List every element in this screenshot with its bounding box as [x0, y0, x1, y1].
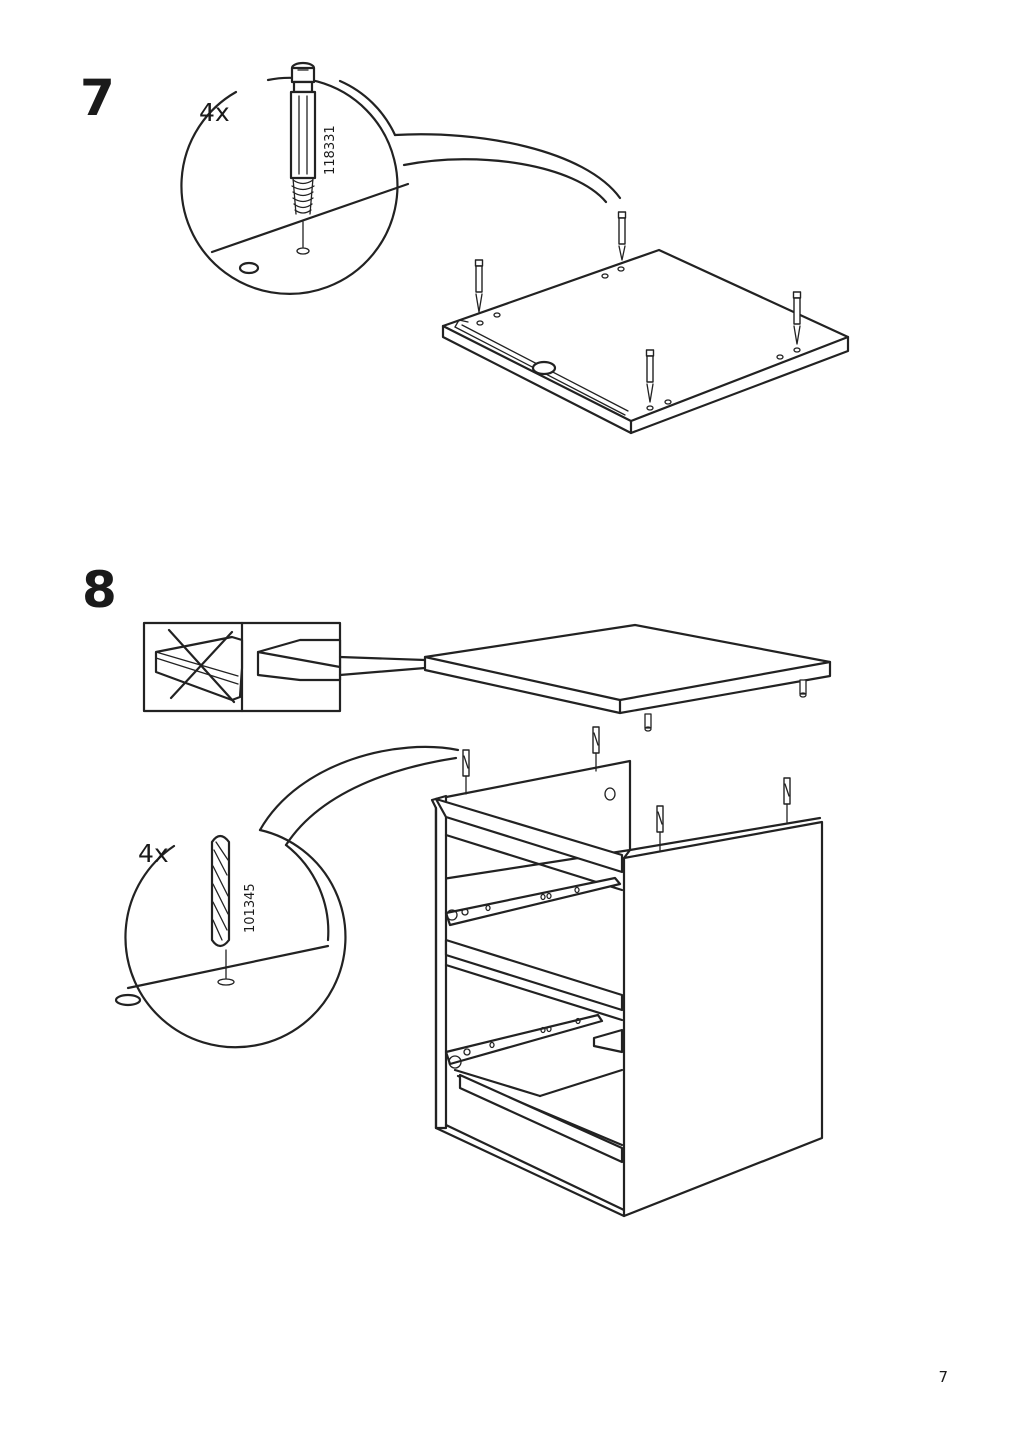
step-number: 8 [82, 561, 117, 619]
step-number: 7 [80, 69, 115, 127]
quantity-label: 4x [199, 98, 230, 127]
part-number-label: 118331 [323, 125, 338, 175]
step8-detail-callout [114, 745, 460, 1049]
cam-lock-dowel-icon [289, 61, 317, 215]
step7-detail-callout [180, 76, 622, 295]
cam-lock-dowel-icon [474, 211, 802, 403]
step7-panel [441, 248, 850, 435]
part-number-label: 101345 [243, 883, 258, 933]
page-number: 7 [938, 1368, 948, 1386]
step8-carcass [430, 759, 824, 1218]
quantity-label: 4x [138, 839, 169, 868]
orientation-inset [142, 621, 427, 713]
wooden-dowel-icon [210, 834, 231, 948]
step8-top-panel [423, 623, 832, 732]
wooden-dowel-icon [462, 726, 791, 851]
